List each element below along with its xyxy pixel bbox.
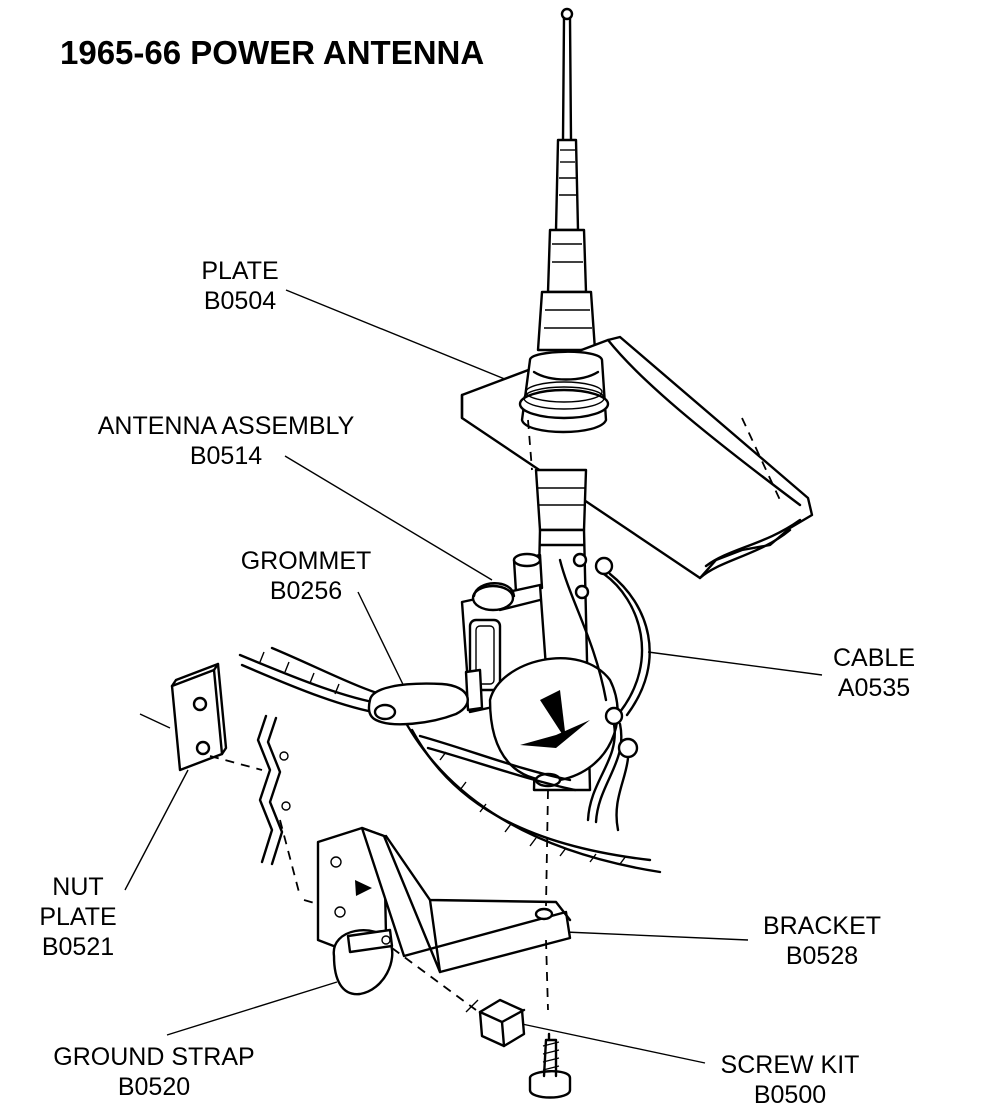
- gearbox: [488, 657, 619, 788]
- nut-plate-part: [139, 662, 228, 772]
- ground-strap-part: [256, 714, 291, 866]
- label-screw-kit-code: B0500: [753, 1081, 827, 1109]
- leader-ground-strap: [166, 981, 338, 1036]
- plate-panel: [460, 335, 814, 580]
- label-nut-plate-line1: NUT: [52, 873, 104, 901]
- label-nut-plate: NUT PLATE B0521: [39, 872, 116, 962]
- label-plate-code: B0504: [203, 287, 277, 315]
- cable: [558, 556, 651, 832]
- label-ground-strap: GROUND STRAP B0520: [53, 1042, 254, 1102]
- bracket-part: [316, 789, 572, 1011]
- leader-lines: [124, 289, 823, 1064]
- label-ground-strap-code: B0520: [117, 1073, 191, 1101]
- label-screw-kit: SCREW KIT B0500: [721, 1050, 860, 1110]
- label-grommet-code: B0256: [269, 577, 343, 605]
- label-cable-code: A0535: [837, 674, 911, 702]
- label-plate: PLATE B0504: [201, 256, 278, 316]
- screw-kit-part: [465, 998, 572, 1099]
- label-bracket-name: BRACKET: [762, 912, 882, 940]
- label-nut-plate-line2: PLATE: [39, 903, 117, 931]
- grommet-part: [367, 682, 469, 726]
- leader-nut-plate: [124, 769, 189, 891]
- leader-antenna-assembly: [284, 455, 493, 581]
- leader-bracket: [564, 931, 749, 941]
- label-grommet-name: GROMMET: [240, 547, 372, 575]
- label-cable: CABLE A0535: [833, 643, 915, 703]
- label-nut-plate-code: B0521: [41, 933, 115, 961]
- clamp-part: [332, 928, 394, 996]
- leader-plate: [285, 289, 513, 383]
- label-antenna-assembly-name: ANTENNA ASSEMBLY: [97, 412, 355, 440]
- label-antenna-assembly-code: B0514: [189, 442, 263, 470]
- diagram-title: 1965-66 POWER ANTENNA: [60, 34, 485, 71]
- antenna-nut: [518, 350, 610, 434]
- antenna-mast: [536, 7, 597, 352]
- leader-screw-kit: [521, 1023, 706, 1064]
- label-plate-name: PLATE: [201, 257, 279, 285]
- label-antenna-assembly: ANTENNA ASSEMBLY B0514: [98, 411, 355, 471]
- leader-cable: [647, 651, 823, 676]
- label-cable-name: CABLE: [833, 644, 915, 672]
- label-bracket-code: B0528: [785, 942, 859, 970]
- label-screw-kit-name: SCREW KIT: [720, 1051, 860, 1079]
- label-grommet: GROMMET B0256: [241, 546, 372, 606]
- assembly-guides: [209, 755, 477, 1011]
- label-bracket: BRACKET B0528: [763, 911, 881, 971]
- label-ground-strap-name: GROUND STRAP: [53, 1043, 255, 1071]
